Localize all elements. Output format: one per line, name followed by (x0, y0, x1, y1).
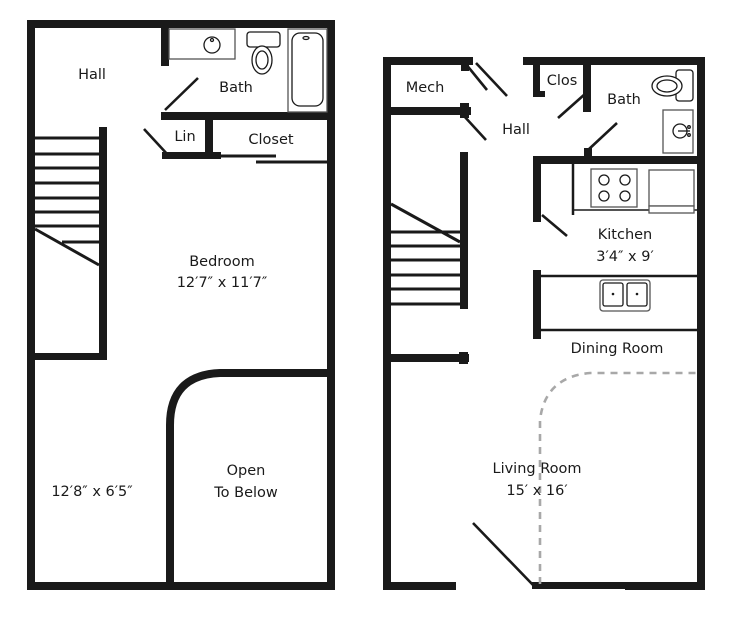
mech-label: Mech (405, 80, 445, 96)
closet-label: Closet (248, 132, 294, 148)
upper-bath-label: Bath (219, 80, 253, 96)
lower-stairs (390, 202, 461, 306)
lower-bath-label: Bath (607, 92, 641, 108)
upper-floor-walls (27, 20, 335, 590)
lower-hall-label: Hall (502, 122, 530, 138)
linen-label: Lin (174, 129, 196, 145)
bedroom-label: Bedroom (189, 254, 255, 270)
upper-hall-label: Hall (78, 67, 106, 83)
kitchen-label: Kitchen (597, 227, 653, 243)
kitchen-dimensions: 3′4″ x 9′ (596, 249, 654, 265)
open-to-below-label-line2: To Below (214, 485, 278, 501)
upper-doors (143, 77, 199, 156)
living-room-label: Living Room (492, 461, 582, 477)
living-room-dimensions: 15′ x 16′ (506, 483, 568, 499)
bedroom-dimensions: 12′7″ x 11′7″ (176, 275, 268, 291)
upper-stairs (34, 136, 100, 267)
lower-floor-walls (383, 57, 705, 590)
lower-doors (463, 62, 618, 586)
lower-closet-label: Clos (546, 73, 578, 89)
living-room-dashed-outline (538, 371, 697, 584)
upper-bath-fixtures (168, 28, 328, 113)
loft-dimensions: 12′8″ x 6′5″ (51, 484, 133, 500)
kitchen-fixtures (541, 164, 697, 332)
open-to-below-label: Open (226, 463, 266, 479)
lower-bath-fixtures (651, 69, 694, 154)
dining-room-label: Dining Room (570, 341, 664, 357)
